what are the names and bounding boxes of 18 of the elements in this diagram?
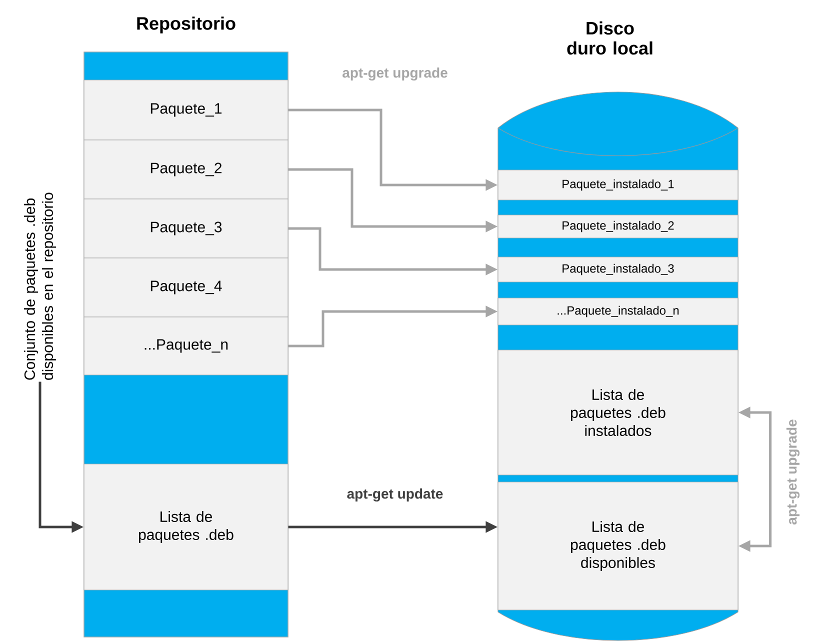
installed-package-row: Paquete_instalado_2	[498, 214, 738, 238]
edge-label: apt-get upgrade	[786, 420, 800, 524]
package-list-box: Lista de paquetes .deb	[84, 464, 288, 590]
node-label: Disco duro local	[567, 21, 652, 55]
package-list-box: Lista de paquetes .deb instalados	[498, 350, 738, 476]
installed-package-row: Paquete_instalado_1	[498, 170, 738, 200]
package-row: Paquete_3	[84, 198, 288, 258]
installed-package-row: Paquete_instalado_3	[498, 256, 738, 282]
package-row: Paquete_4	[84, 258, 288, 318]
package-row: Paquete_2	[84, 140, 288, 200]
installed-package-row: ...Paquete_instalado_n	[498, 298, 738, 326]
edge-label: apt-get update	[347, 488, 443, 502]
rotated-note: Conjunto de paquetes .deb disponibles en el repositorio	[24, 192, 56, 380]
command-label: apt-get upgrade	[342, 67, 448, 81]
package-row: ...Paquete_n	[84, 316, 288, 376]
package-list-box: Lista de paquetes .deb disponibles	[498, 482, 738, 610]
node-label: Repositorio	[137, 16, 236, 34]
package-row: Paquete_1	[84, 80, 288, 140]
